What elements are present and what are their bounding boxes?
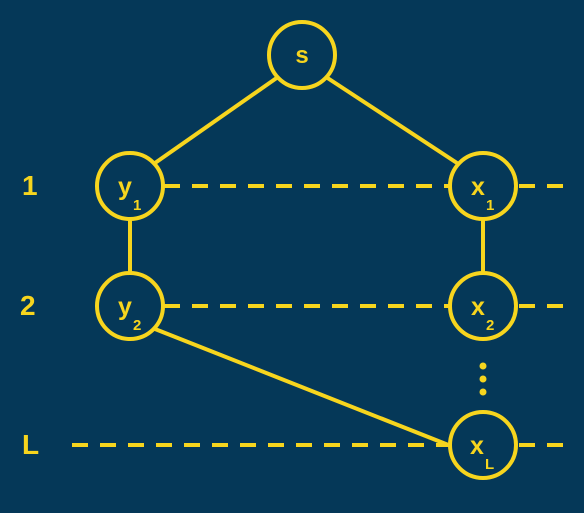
level-label-1: 1: [22, 170, 38, 201]
node-y2-subscript: 2: [133, 317, 141, 334]
level-label-2: 2: [20, 290, 36, 321]
edge-s-y1: [153, 75, 280, 165]
node-xL: [448, 410, 518, 480]
node-s: [267, 20, 337, 90]
node-x2-label: x: [471, 293, 485, 321]
edge-y2-xL: [154, 327, 452, 448]
node-xL-subscript: L: [485, 456, 494, 473]
node-y2: [95, 271, 165, 341]
node-y1: [95, 151, 165, 221]
node-y2-label: y: [118, 293, 132, 321]
level-label-L: L: [22, 429, 40, 460]
node-y1-label: y: [118, 173, 132, 201]
node-y1-subscript: 1: [133, 197, 141, 214]
ellipsis-dot: [479, 375, 487, 383]
node-s-label: s: [295, 42, 308, 69]
node-x2-subscript: 2: [486, 317, 494, 334]
edge-s-x1: [324, 75, 459, 165]
ellipsis-dots: [479, 362, 487, 396]
node-x1: [448, 151, 518, 221]
ellipsis-dot: [479, 362, 487, 370]
node-x1-label: x: [471, 173, 485, 201]
node-xL-label: x: [470, 432, 484, 460]
node-x1-subscript: 1: [486, 197, 494, 214]
node-x2: [448, 271, 518, 341]
ellipsis-dot: [479, 388, 487, 396]
